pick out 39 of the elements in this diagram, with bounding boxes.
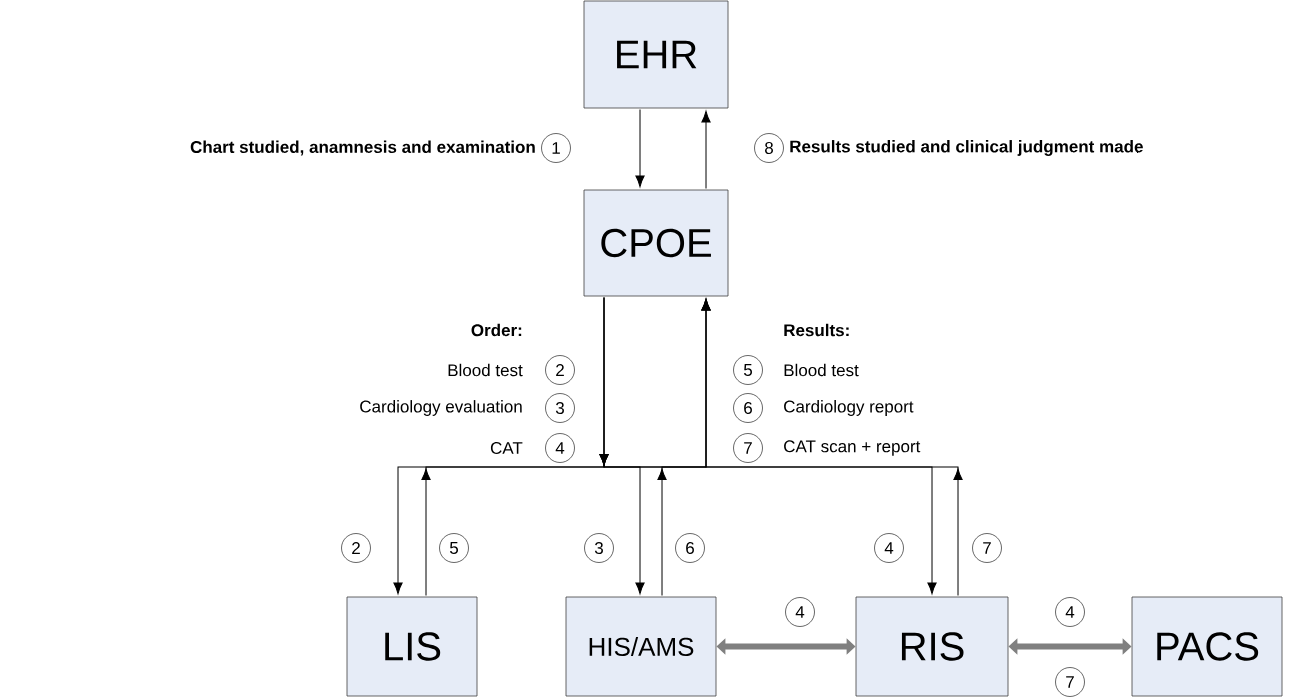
callout-number: 6	[675, 533, 705, 563]
label: Cardiology report	[784, 400, 914, 416]
callout-number: 4	[1055, 597, 1085, 627]
arrow	[635, 108, 645, 188]
label: CAT	[490, 442, 523, 455]
label: CAT scan + report	[784, 440, 921, 456]
callout-number: 7	[733, 433, 763, 463]
system-box: HIS/AMS	[565, 596, 717, 697]
double-arrow	[716, 638, 856, 655]
callout-number: 3	[545, 393, 575, 423]
heading: Chart studied, anamnesis and examination	[190, 140, 535, 156]
arrow	[599, 296, 937, 595]
system-box: LIS	[346, 596, 478, 697]
callout-number: 2	[341, 533, 371, 563]
callout-number: 5	[733, 355, 763, 385]
callout-number: 2	[545, 355, 575, 385]
callout-number: 3	[584, 533, 614, 563]
heading: Results:	[784, 323, 849, 337]
label: Cardiology evaluation	[360, 400, 522, 416]
callout-number: 7	[1055, 667, 1085, 697]
arrow	[701, 110, 711, 190]
system-box: RIS	[855, 596, 1009, 697]
heading: Results studied and clinical judgment made	[790, 140, 1143, 156]
system-box: CPOE	[583, 189, 729, 297]
callout-number: 1	[541, 133, 571, 163]
system-box: PACS	[1131, 596, 1283, 697]
callout-number: 6	[733, 393, 763, 423]
callout-number: 4	[545, 433, 575, 463]
callout-number: 8	[754, 133, 784, 163]
system-box: EHR	[583, 0, 729, 109]
callout-number: 5	[439, 533, 469, 563]
callout-number: 4	[874, 533, 904, 563]
heading: Order:	[471, 323, 522, 337]
double-arrow	[1008, 638, 1132, 655]
arrow	[701, 298, 963, 597]
callout-number: 4	[785, 597, 815, 627]
label: Blood test	[784, 363, 859, 377]
label: Blood test	[448, 363, 523, 377]
callout-number: 7	[972, 533, 1002, 563]
